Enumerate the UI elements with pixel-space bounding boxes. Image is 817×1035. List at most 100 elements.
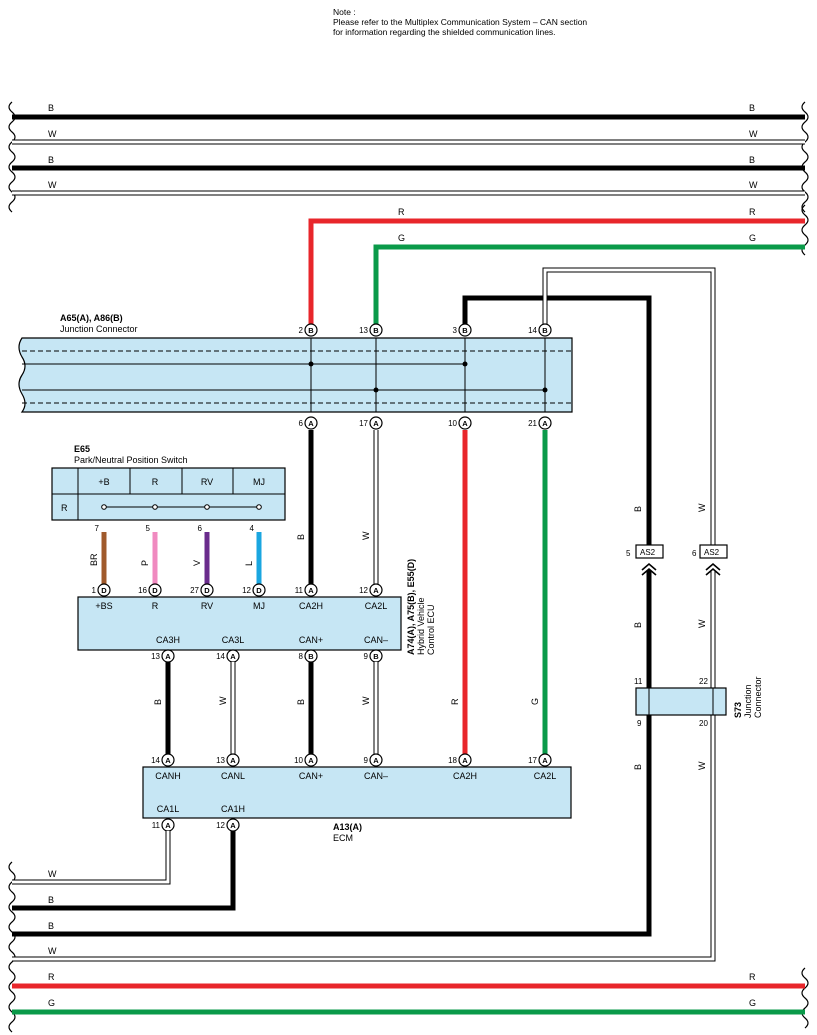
e65-pin-num-1: 5 xyxy=(146,524,151,533)
hv-top-pin-3-tag: D xyxy=(256,586,262,595)
hv-bottom-label-2: CAN+ xyxy=(299,635,323,645)
ecm-top-pin-0-tag: A xyxy=(165,756,171,765)
jc-top-pin-2: B3 xyxy=(453,323,472,337)
hv-top-label-2: RV xyxy=(201,601,213,611)
hv-bottom-pin-3-num: 9 xyxy=(364,652,369,661)
ecm-bottom-pin-1-tag: A xyxy=(230,821,236,830)
wire-label-as2-bot-w: W xyxy=(697,619,707,628)
hv-top-label-1: R xyxy=(152,601,159,611)
hv-top-pin-1-tag: D xyxy=(152,586,158,595)
e65-col-1: R xyxy=(152,477,159,487)
hv-top-pin-3: D 12 xyxy=(242,583,266,597)
hv-ecm-wires: B W B W xyxy=(153,662,379,755)
as2-left-chevron-icon xyxy=(641,562,657,576)
ecm-top-pin-1: A13 xyxy=(216,753,240,767)
bus-label-b2-right: B xyxy=(749,155,755,165)
note-line-2: Please refer to the Multiplex Communicat… xyxy=(333,17,587,27)
e65-wire-label-0: BR xyxy=(89,553,99,566)
ecm-top-pin-3-tag: A xyxy=(373,756,379,765)
hv-top-label-0: +BS xyxy=(95,601,112,611)
hv-bottom-pin-2-tag: B xyxy=(308,652,314,661)
ecm-top-label-4: CA2H xyxy=(453,771,477,781)
hv-top-pin-3-num: 12 xyxy=(242,586,251,595)
bus-label-b-bot2: B xyxy=(48,921,54,931)
hv-top-pin-2-tag: D xyxy=(204,586,210,595)
ecm-bottom-pin-0-num: 11 xyxy=(152,821,161,830)
hv-top-pin-0: D1 xyxy=(92,583,111,597)
e65-pin-num-0: 7 xyxy=(95,524,100,533)
jc-top-pin-3-num: 14 xyxy=(528,326,537,335)
ecm-top-pin-0: A 14 xyxy=(151,753,175,767)
ecm-a13: A13(A) ECM xyxy=(142,766,572,843)
s73-desc2: Connector xyxy=(753,676,763,718)
hv-top-pin-0-num: 1 xyxy=(92,586,97,595)
ecm-top-pin-3: A9 xyxy=(364,753,383,767)
jc-top-pin-3: B14 xyxy=(528,323,552,337)
as2-left-tag: AS2 xyxy=(640,548,656,557)
hv-ecu-name: A74(A), A75(B), E55(D) xyxy=(406,559,416,655)
hv-top-pin-0-tag: D xyxy=(101,586,107,595)
e65-wire-label-1: P xyxy=(140,560,150,566)
ecm-bottom-pin-1-num: 12 xyxy=(216,821,225,830)
hv-ecu-desc1: Hybrid Vehicle xyxy=(416,597,426,655)
ecm-top-pin-2-num: 10 xyxy=(294,756,303,765)
s73-pin-bl: 9 xyxy=(637,719,642,728)
hv-top-pin-2-num: 27 xyxy=(190,586,199,595)
ecm-top-label-1: CANL xyxy=(221,771,245,781)
ecm-top-label-5: CA2L xyxy=(534,771,557,781)
bus-label-b2-left: B xyxy=(48,155,54,165)
jc-bottom-pin-3: A21 xyxy=(528,416,552,430)
ecm-top-pin-2: A 10 xyxy=(294,753,318,767)
bus-label-w1-right: W xyxy=(749,129,758,139)
e65-pin-num-3: 4 xyxy=(250,524,255,533)
hv-top-pin-4: A11 xyxy=(295,583,318,597)
hv-top-pin-4-num: 11 xyxy=(295,586,304,595)
as2-right-num: 6 xyxy=(692,549,697,558)
park-neutral-switch-e65: E65 Park/Neutral Position Switch R xyxy=(51,444,286,521)
hv-bottom-pin-3-tag: B xyxy=(373,652,379,661)
hv-bottom-pin-0: A13 xyxy=(151,649,175,663)
wire-label-as2-top-b: B xyxy=(633,506,643,512)
e65-name: E65 xyxy=(74,444,90,454)
jc-bottom-wires: B W R G xyxy=(296,430,548,755)
ecm-name: A13(A) xyxy=(333,822,362,832)
hv-ecu-pins: D1+BSD16RD27RVD12MJA11CA2HA12CA2LA13CA3H… xyxy=(92,583,388,663)
hv-top-pin-2: D 27 xyxy=(190,583,214,597)
hv-top-label-5: CA2L xyxy=(365,601,388,611)
wire-label-as2-top-w: W xyxy=(697,503,707,512)
hv-bottom-pin-2: B8 xyxy=(299,649,318,663)
hv-bottom-pin-1-num: 14 xyxy=(216,652,225,661)
hv-top-pin-5: A12 xyxy=(359,583,383,597)
junction-connector-a65-a86: A65(A), A86(B) Junction Connector xyxy=(18,313,573,413)
e65-pin-num-2: 6 xyxy=(198,524,203,533)
as2-right-chevron-icon xyxy=(705,562,721,576)
as2-left-num: 5 xyxy=(626,549,631,558)
ecm-top-pin-0-num: 14 xyxy=(151,756,160,765)
ecm-top-pin-5-tag: A xyxy=(542,756,548,765)
jc-bottom-pin-0: A6 xyxy=(299,416,318,430)
s73-pin-tl: 11 xyxy=(634,677,643,686)
bus-label-b1-right: B xyxy=(749,103,755,113)
ecm-top-pin-2-tag: A xyxy=(308,756,314,765)
jc-top-pin-1: B13 xyxy=(359,323,383,337)
bus-label-g-top-mid: G xyxy=(398,233,405,243)
jc-bottom-pin-0-num: 6 xyxy=(299,419,304,428)
ecm-top-pin-4-tag: A xyxy=(462,756,468,765)
ecm-desc: ECM xyxy=(333,833,353,843)
wire-label-jc10: R xyxy=(450,698,460,705)
hv-bottom-pin-2-num: 8 xyxy=(299,652,304,661)
bus-label-r-top-mid: R xyxy=(398,207,405,217)
as2-right-tag: AS2 xyxy=(704,548,720,557)
wire-label-s73-b: B xyxy=(633,764,643,770)
hv-bottom-label-1: CA3L xyxy=(222,635,245,645)
hv-bottom-pin-1: A14 xyxy=(216,649,240,663)
jc-top-pin-0-num: 2 xyxy=(299,326,304,335)
hv-top-label-4: CA2H xyxy=(299,601,323,611)
jc-top-pin-0-tag: B xyxy=(308,326,314,335)
jc-top-pin-1-num: 13 xyxy=(359,326,368,335)
as2-connectors: 5 AS2 6 AS2 xyxy=(626,544,728,576)
bus-label-b-bot1: B xyxy=(48,895,54,905)
